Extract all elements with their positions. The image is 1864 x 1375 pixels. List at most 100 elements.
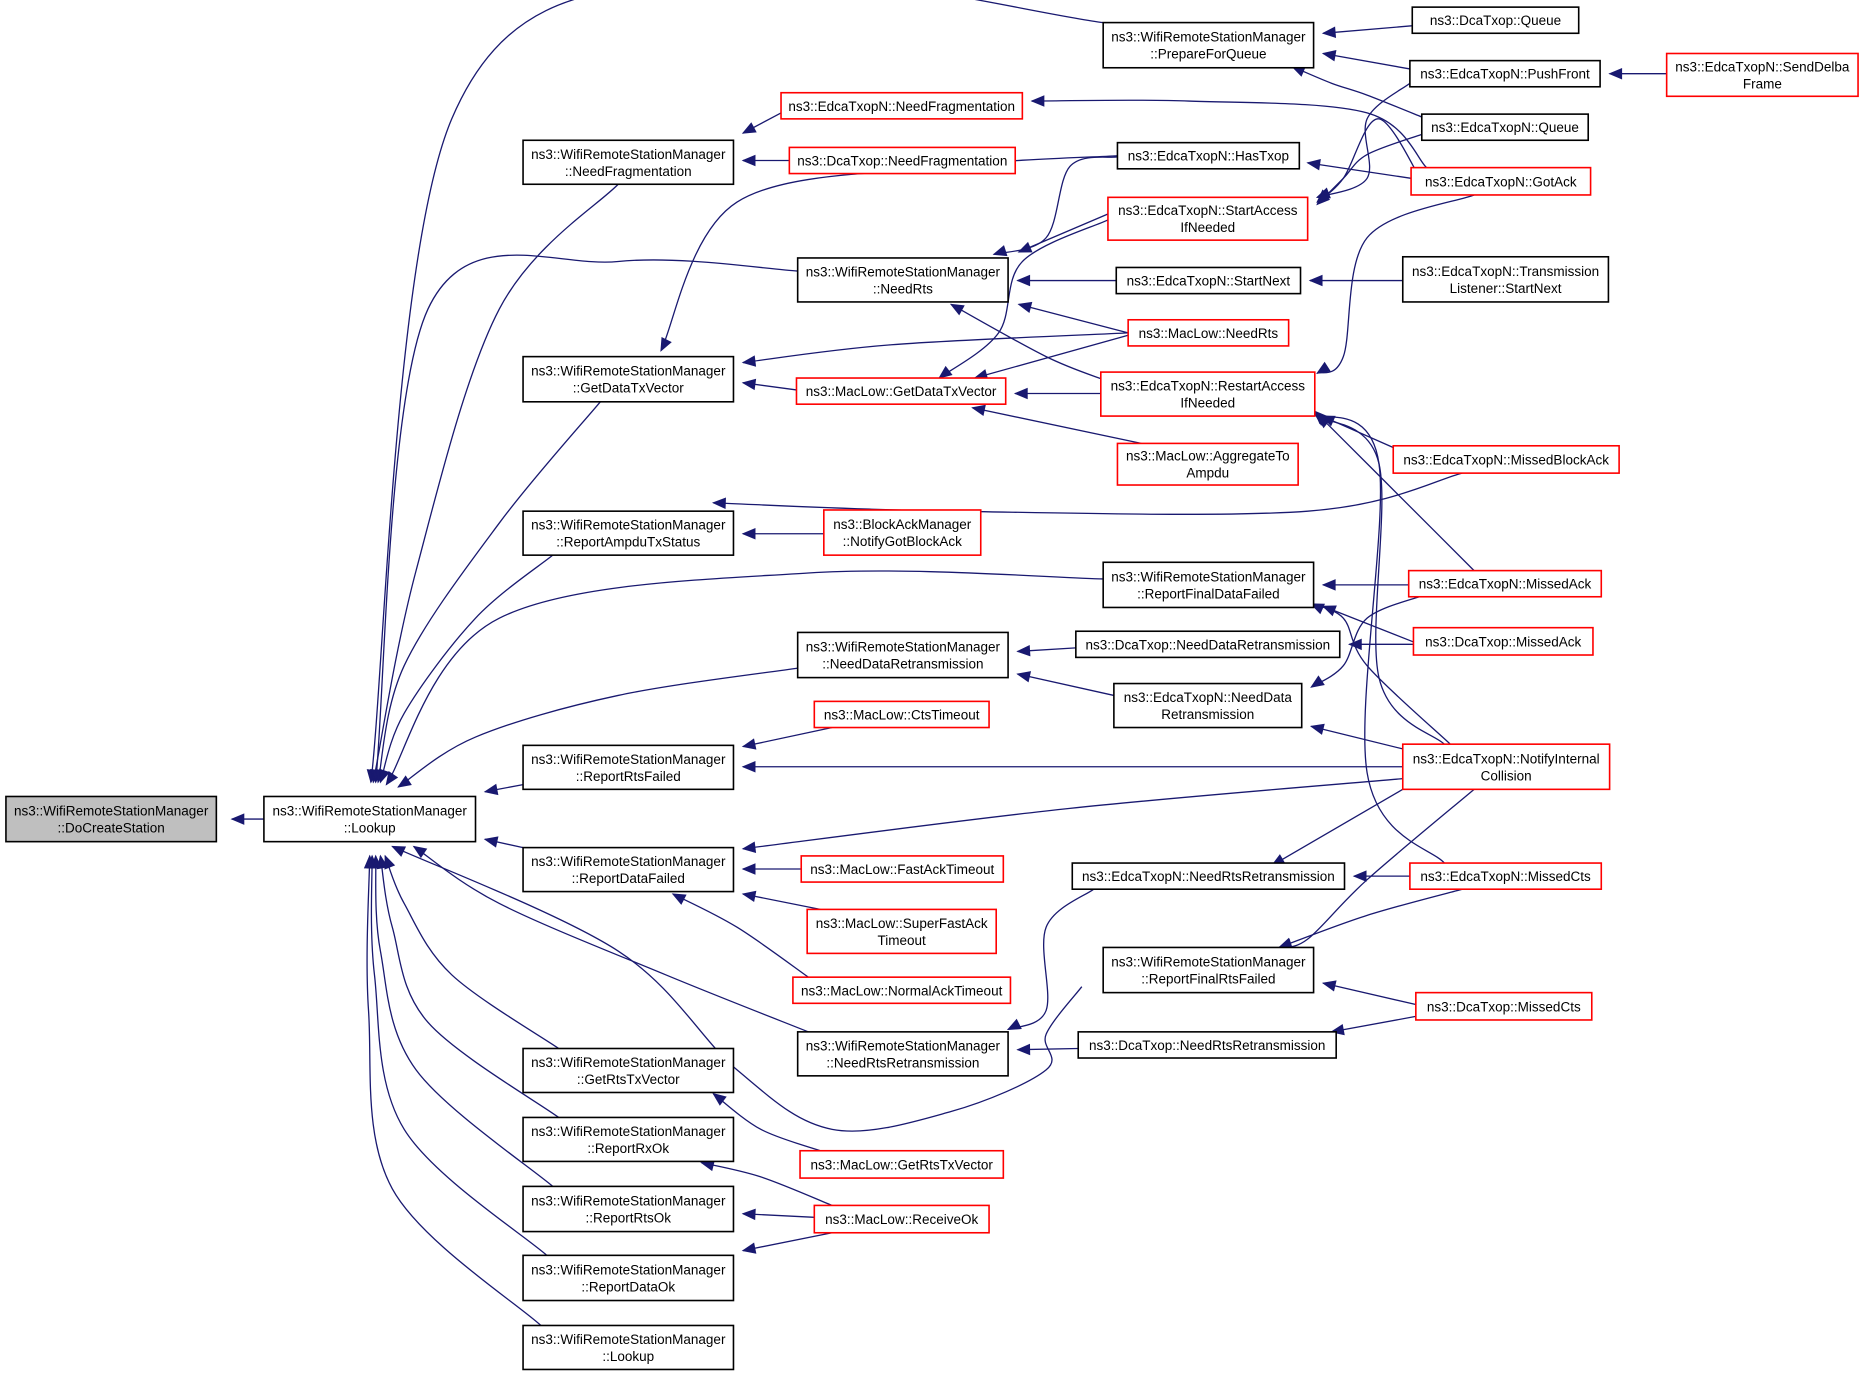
node-box — [1415, 991, 1593, 1021]
node-edca-gotack[interactable]: ns3::EdcaTxopN::GotAck — [1410, 166, 1592, 196]
node-needfrag[interactable]: ns3::WifiRemoteStationManager::NeedFragm… — [522, 139, 735, 186]
arrowhead-icon — [397, 775, 412, 788]
node-maclow-needrts[interactable]: ns3::MacLow::NeedRts — [1127, 318, 1290, 347]
edge-maclow-receiveok-to-rdok — [741, 1232, 833, 1254]
edge-ampdu-to-lookup-main — [379, 554, 554, 784]
arrowhead-icon — [741, 1242, 757, 1254]
node-label-line: ::ReportRtsFailed — [576, 769, 681, 784]
node-edca-missedba[interactable]: ns3::EdcaTxopN::MissedBlockAck — [1392, 444, 1620, 474]
node-label-line: ::Lookup — [344, 821, 396, 836]
node-edca-hastxop[interactable]: ns3::EdcaTxopN::HasTxop — [1116, 141, 1301, 170]
node-needrts[interactable]: ns3::WifiRemoteStationManager::NeedRts — [796, 257, 1009, 303]
edge-line — [712, 1093, 821, 1152]
node-box — [263, 795, 477, 843]
arrowhead-icon — [1316, 191, 1331, 206]
node-ampdu[interactable]: ns3::WifiRemoteStationManager::ReportAmp… — [522, 510, 735, 556]
edge-edca-startaccess-to-maclow-getdtx — [938, 219, 1109, 379]
node-label-line: ns3::WifiRemoteStationManager — [531, 854, 726, 869]
node-rrtsf[interactable]: ns3::WifiRemoteStationManager::ReportRts… — [522, 744, 735, 791]
node-label-line: ns3::WifiRemoteStationManager — [531, 1055, 726, 1070]
node-grtx[interactable]: ns3::WifiRemoteStationManager::GetRtsTxV… — [522, 1047, 735, 1094]
node-label-line: ns3::MacLow::AggregateTo — [1126, 449, 1290, 464]
node-label-line: ::GetDataTxVector — [573, 381, 685, 396]
node-prepq[interactable]: ns3::WifiRemoteStationManager::PrepareFo… — [1102, 21, 1315, 69]
node-rrtsok[interactable]: ns3::WifiRemoteStationManager::ReportRts… — [522, 1185, 735, 1233]
node-maclow-receiveok[interactable]: ns3::MacLow::ReceiveOk — [813, 1204, 990, 1234]
arrowhead-icon — [741, 738, 757, 750]
edge-ndr-to-lookup-main — [397, 667, 798, 788]
node-dca-needdr[interactable]: ns3::DcaTxop::NeedDataRetransmission — [1075, 630, 1341, 659]
node-edca-queue[interactable]: ns3::EdcaTxopN::Queue — [1420, 113, 1590, 142]
node-label-line: ns3::EdcaTxopN::NeedFragmentation — [788, 99, 1015, 114]
node-box — [1409, 59, 1601, 88]
node-ndr[interactable]: ns3::WifiRemoteStationManager::NeedDataR… — [796, 631, 1009, 679]
node-label-line: ns3::EdcaTxopN::GotAck — [1425, 174, 1577, 189]
edge-edca-missedack-to-edca-restart — [1313, 410, 1475, 572]
node-getdtx[interactable]: ns3::WifiRemoteStationManager::GetDataTx… — [522, 355, 735, 403]
node-label-line: ns3::WifiRemoteStationManager — [531, 147, 726, 162]
node-box — [1102, 21, 1315, 69]
node-edca-pushfront[interactable]: ns3::EdcaTxopN::PushFront — [1409, 59, 1601, 88]
edge-edca-translisten-to-edca-startnext — [1308, 274, 1403, 287]
node-box — [522, 846, 735, 893]
node-box — [796, 1031, 1009, 1077]
arrowhead-icon — [971, 404, 986, 416]
node-label-line: Collision — [1481, 768, 1532, 783]
node-edca-needrtsr[interactable]: ns3::EdcaTxopN::NeedRtsRetransmission — [1071, 862, 1346, 890]
node-bam-notify[interactable]: ns3::BlockAckManager::NotifyGotBlockAck — [823, 509, 982, 556]
arrowhead-icon — [949, 303, 965, 316]
edge-rrtsf-to-lookup-main — [483, 783, 524, 796]
node-rdok[interactable]: ns3::WifiRemoteStationManager::ReportDat… — [522, 1254, 735, 1302]
node-label-line: ns3::EdcaTxopN::MissedAck — [1419, 577, 1592, 592]
node-box — [813, 1204, 990, 1234]
edge-edca-senddelba-to-edca-pushfront — [1608, 67, 1667, 80]
arrowhead-icon — [992, 245, 1008, 257]
node-box — [806, 908, 997, 955]
edge-line — [1316, 133, 1423, 205]
node-box — [522, 1116, 735, 1163]
edge-edca-gotack-to-edca-needfrag — [1030, 95, 1427, 169]
node-dca-needrtsr[interactable]: ns3::DcaTxop::NeedRtsRetransmission — [1077, 1031, 1337, 1059]
node-dca-missedack[interactable]: ns3::DcaTxop::MissedAck — [1412, 626, 1594, 656]
node-maclow-fastack[interactable]: ns3::MacLow::FastAckTimeout — [800, 855, 1005, 883]
node-rrxok[interactable]: ns3::WifiRemoteStationManager::ReportRxO… — [522, 1116, 735, 1163]
node-dca-missedcts[interactable]: ns3::DcaTxop::MissedCts — [1415, 991, 1593, 1021]
node-label-line: ns3::EdcaTxopN::HasTxop — [1128, 149, 1289, 164]
node-maclow-ctsto[interactable]: ns3::MacLow::CtsTimeout — [813, 700, 990, 729]
node-label-line: ::NeedRts — [873, 281, 933, 296]
arrowhead-icon — [711, 497, 726, 510]
node-edca-startnext[interactable]: ns3::EdcaTxopN::StartNext — [1115, 266, 1302, 295]
nodes: ns3::WifiRemoteStationManager::DoCreateS… — [5, 6, 1859, 1371]
node-box — [800, 855, 1005, 883]
edge-dca-missedcts-to-rfrf — [1321, 980, 1416, 1006]
node-lookup-main[interactable]: ns3::WifiRemoteStationManager::Lookup — [263, 795, 477, 843]
node-edca-needfrag[interactable]: ns3::EdcaTxopN::NeedFragmentation — [780, 91, 1024, 120]
node-maclow-getdtx[interactable]: ns3::MacLow::GetDataTxVector — [795, 377, 1007, 405]
edge-line — [1307, 162, 1412, 179]
node-edca-missedcts[interactable]: ns3::EdcaTxopN::MissedCts — [1409, 862, 1603, 890]
node-maclow-getrtstx[interactable]: ns3::MacLow::GetRtsTxVector — [799, 1149, 1005, 1179]
edge-edca-notifyic-to-edca-needrtsr — [1270, 788, 1404, 867]
node-label-line: ns3::WifiRemoteStationManager — [806, 1038, 1001, 1053]
node-lookup2[interactable]: ns3::WifiRemoteStationManager::Lookup — [522, 1324, 735, 1371]
node-edca-needdr[interactable]: ns3::EdcaTxopN::NeedDataRetransmission — [1113, 682, 1303, 729]
node-docreate[interactable]: ns3::WifiRemoteStationManager::DoCreateS… — [5, 795, 218, 843]
edge-maclow-normalack-to-rdf — [671, 893, 809, 978]
node-maclow-normalack[interactable]: ns3::MacLow::NormalAckTimeout — [792, 976, 1012, 1005]
node-rdf[interactable]: ns3::WifiRemoteStationManager::ReportDat… — [522, 846, 735, 893]
node-dca-needfrag[interactable]: ns3::DcaTxop::NeedFragmentation — [788, 146, 1017, 175]
node-edca-missedack[interactable]: ns3::EdcaTxopN::MissedAck — [1407, 569, 1603, 598]
node-nrr[interactable]: ns3::WifiRemoteStationManager::NeedRtsRe… — [796, 1031, 1009, 1077]
node-rffdf[interactable]: ns3::WifiRemoteStationManager::ReportFin… — [1102, 561, 1315, 609]
node-label-line: Timeout — [878, 933, 927, 948]
node-rfrf[interactable]: ns3::WifiRemoteStationManager::ReportFin… — [1102, 946, 1315, 994]
node-label-line: ns3::WifiRemoteStationManager — [806, 264, 1001, 279]
node-dca-queue[interactable]: ns3::DcaTxop::Queue — [1411, 6, 1580, 35]
node-edca-translisten[interactable]: ns3::EdcaTxopN::TransmissionListener::St… — [1401, 255, 1610, 303]
